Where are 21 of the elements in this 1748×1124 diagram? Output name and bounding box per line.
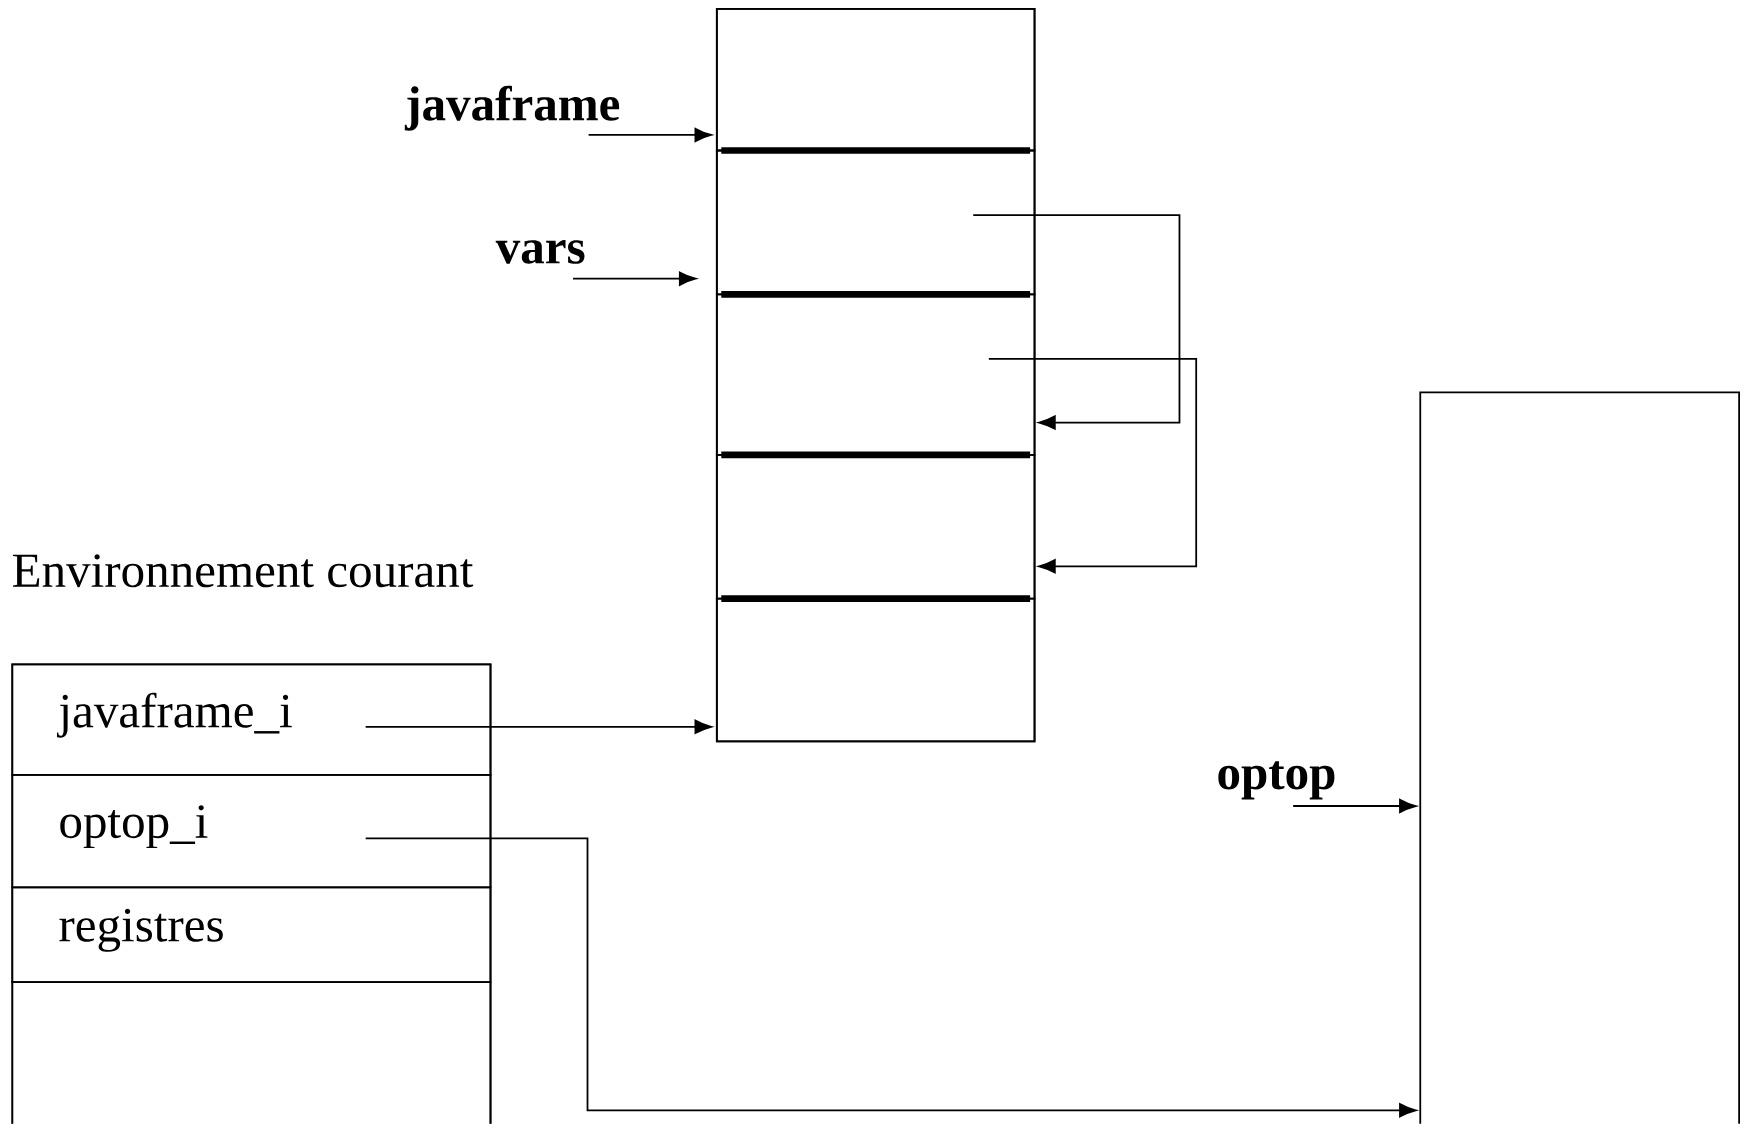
stack-slot (715, 597, 1036, 743)
arrow (364, 719, 712, 735)
heading: Environnement courant (13, 554, 474, 588)
arrow (1292, 799, 1417, 814)
arrow (972, 214, 1181, 430)
pointer-label: vars (495, 240, 585, 264)
stack-slot (715, 8, 1036, 154)
table-row (11, 981, 492, 1124)
arrow (987, 358, 1198, 574)
arrow (572, 271, 697, 286)
pointer-label: optop (1218, 761, 1335, 800)
arrow (587, 127, 712, 143)
arrow (364, 837, 1417, 1118)
pointer-label: javaframe (404, 85, 620, 131)
table-row: registres (11, 886, 492, 984)
stack-slot (715, 454, 1036, 603)
table-row: optop_i (11, 774, 492, 889)
table-row: javaframe_i (11, 663, 492, 776)
stack-box (1419, 391, 1740, 1124)
stack-slot (715, 293, 1036, 459)
stack-slot (715, 149, 1036, 298)
